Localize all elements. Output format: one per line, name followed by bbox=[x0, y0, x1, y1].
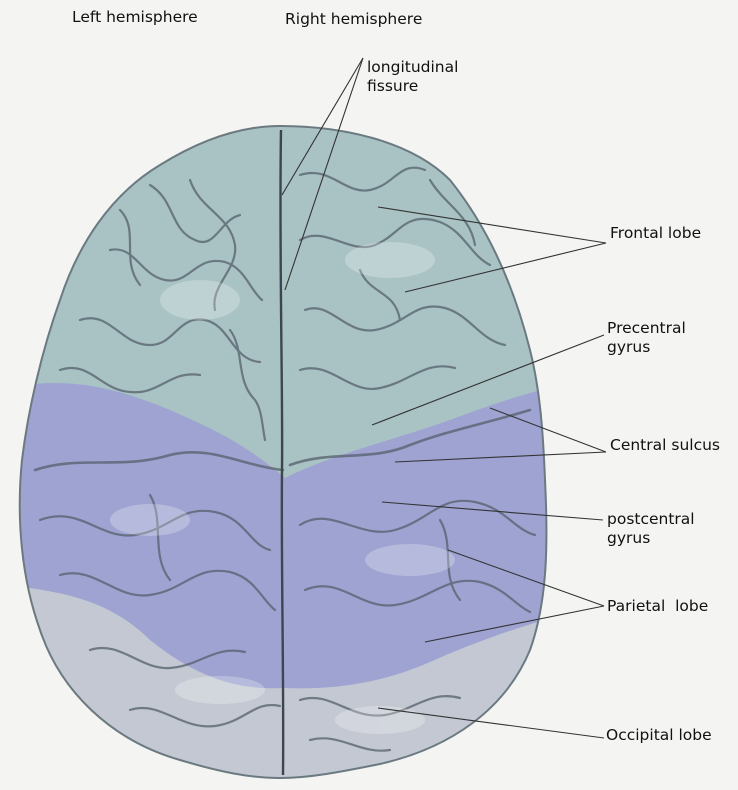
label-longitudinal-fissure-line2: fissure bbox=[367, 77, 419, 95]
label-postcentral-gyrus-line1: postcentral bbox=[607, 510, 695, 528]
leader-parietal-2 bbox=[424, 605, 605, 643]
sulci-lines bbox=[33, 166, 537, 752]
leader-precentral bbox=[371, 334, 605, 426]
leader-central-1 bbox=[489, 407, 607, 453]
label-right-hemisphere: Right hemisphere bbox=[285, 10, 423, 28]
label-frontal-lobe: Frontal lobe bbox=[610, 224, 702, 242]
label-central-sulcus: Central sulcus bbox=[610, 436, 720, 454]
label-parietal-lobe: Parietal lobe bbox=[607, 597, 709, 615]
label-precentral-gyrus: Precentral gyrus bbox=[607, 319, 686, 357]
label-left-hemisphere: Left hemisphere bbox=[72, 8, 198, 26]
leader-longitudinal-1 bbox=[281, 57, 364, 196]
leader-frontal-2 bbox=[404, 242, 607, 293]
surface-highlights bbox=[110, 242, 455, 734]
label-postcentral-gyrus-line2: gyrus bbox=[607, 529, 651, 547]
label-longitudinal-fissure: longitudinal fissure bbox=[367, 58, 458, 96]
leader-longitudinal-2 bbox=[284, 57, 364, 291]
label-occipital-lobe: Occipital lobe bbox=[606, 726, 712, 744]
leader-occipital bbox=[377, 707, 605, 739]
label-postcentral-gyrus: postcentral gyrus bbox=[607, 510, 695, 548]
label-longitudinal-fissure-line1: longitudinal bbox=[367, 58, 459, 76]
leader-postcentral bbox=[381, 501, 604, 521]
brain-outline bbox=[18, 124, 548, 780]
leader-lines bbox=[281, 57, 607, 739]
leader-parietal-1 bbox=[447, 549, 605, 607]
longitudinal-fissure-line bbox=[279, 129, 285, 776]
leader-central-2 bbox=[394, 451, 607, 463]
label-precentral-gyrus-line1: Precentral bbox=[607, 319, 686, 337]
label-precentral-gyrus-line2: gyrus bbox=[607, 338, 651, 356]
leader-frontal-1 bbox=[377, 206, 607, 244]
